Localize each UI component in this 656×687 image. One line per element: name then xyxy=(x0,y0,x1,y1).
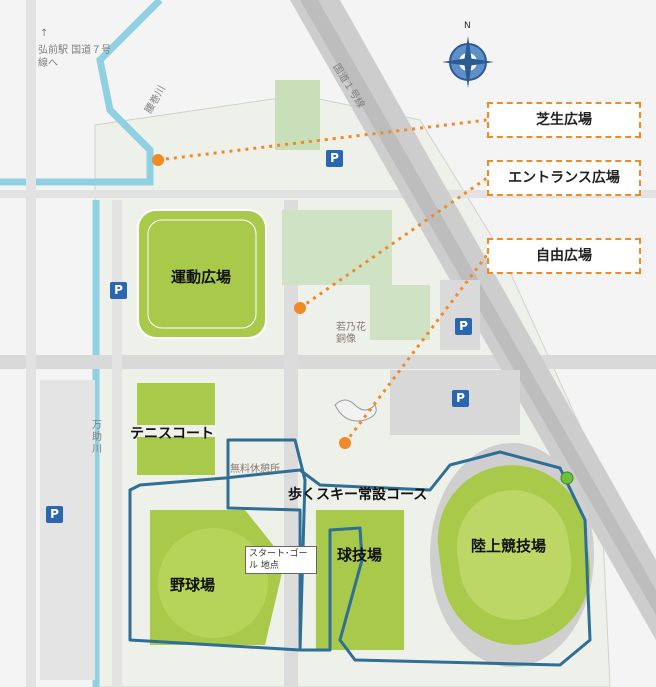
entrance-lawn xyxy=(282,210,392,285)
sports-plaza-label: 運動広場 xyxy=(171,268,232,286)
river-mansuke-label: 万助川 xyxy=(92,420,102,455)
athletics-label: 陸上競技場 xyxy=(471,537,547,555)
ski-course xyxy=(128,438,592,667)
marker-lawn xyxy=(152,154,164,166)
rest-house-label: 無料休憩所 xyxy=(230,464,280,475)
parking-icon: P xyxy=(326,150,343,167)
compass-north-label: N xyxy=(464,21,471,31)
compass-icon xyxy=(442,36,494,88)
tennis-courts-south xyxy=(137,437,215,475)
road-north xyxy=(0,190,656,198)
marker-entrance xyxy=(294,302,306,314)
baseball-label: 野球場 xyxy=(170,576,216,594)
statue-label: 若乃花 銅像 xyxy=(336,322,366,345)
start-goal-label: スタート･ゴール 地点 xyxy=(245,546,317,574)
baseball-infield xyxy=(158,528,268,638)
sports-plaza-track xyxy=(147,219,257,329)
road-west xyxy=(26,0,36,687)
tennis-courts-north xyxy=(137,383,215,425)
lawn-area xyxy=(275,80,320,150)
marker-free xyxy=(339,437,351,449)
hirosaki-direction: 弘前駅 国道７号線へ xyxy=(38,45,112,69)
callout-lawn: 芝生広場 xyxy=(487,102,641,138)
parking-icon: P xyxy=(452,390,469,407)
entrance-lawn-east xyxy=(370,285,430,340)
parking-lot-northeast xyxy=(440,280,480,350)
ski-course-label: 歩くスキー常設コース xyxy=(288,487,428,503)
athletics-field xyxy=(456,490,572,620)
parking-icon: P xyxy=(110,282,127,299)
road-east-west xyxy=(0,355,656,369)
callout-free: 自由広場 xyxy=(487,238,641,274)
hirosaki-arrow: ↑ xyxy=(40,28,49,39)
parking-icon: P xyxy=(46,506,63,523)
parking-lot-west xyxy=(40,380,95,680)
sports-plaza-field xyxy=(137,209,267,339)
course-marker xyxy=(560,471,574,485)
river-west xyxy=(0,0,163,186)
road-west-inner xyxy=(112,200,122,687)
parking-icon: P xyxy=(455,318,472,335)
callout-entrance: エントランス広場 xyxy=(487,160,641,196)
tennis-label: テニスコート xyxy=(130,426,214,442)
ball-field-label: 球技場 xyxy=(337,546,383,564)
leader-entrance xyxy=(299,176,488,310)
